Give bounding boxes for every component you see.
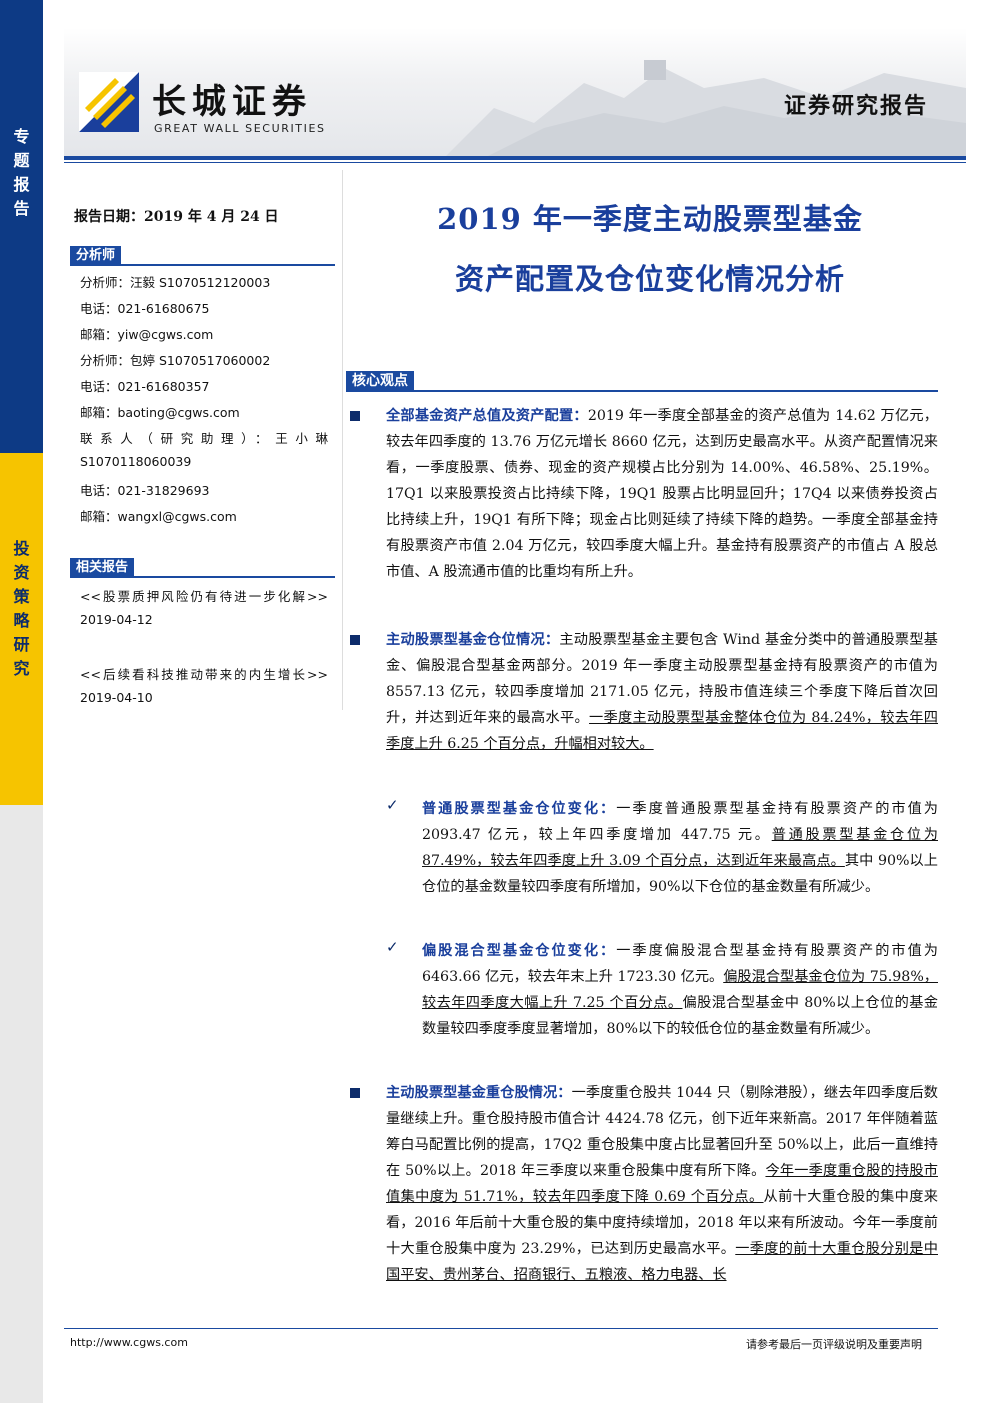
strip-label-strategy: 投 资 策 略 研 究 xyxy=(13,539,30,678)
related-report-date: 2019-04-12 xyxy=(80,612,153,627)
strip-label-special-report: 专 题 报 告 xyxy=(13,127,30,218)
header-banner: 长城证券 GREAT WALL SECURITIES 证券研究报告 xyxy=(64,28,966,158)
logo-english-name: GREAT WALL SECURITIES xyxy=(154,122,326,135)
check-icon: ✓ xyxy=(386,938,399,956)
analyst-line: 分析师：包婷 S1070517060002 xyxy=(80,353,271,368)
strip-gray xyxy=(0,805,43,1403)
analyst-line: S1070118060039 xyxy=(80,454,192,469)
related-reports-heading: 相关报告 xyxy=(70,556,335,578)
paragraph-position: 主动股票型基金仓位情况：主动股票型基金主要包含 Wind 基金分类中的普通股票型… xyxy=(386,632,938,752)
report-type: 证券研究报告 xyxy=(783,93,928,119)
related-report-title[interactable]: <<后续看科技推动带来的内生增长>> xyxy=(80,667,328,682)
analyst-line: 联系人（研究助理）：王小琳 xyxy=(80,431,328,446)
footer-divider xyxy=(64,1328,938,1329)
report-date: 报告日期：2019 年 4 月 24 日 xyxy=(74,209,279,225)
great-wall-background xyxy=(444,60,966,158)
analyst-line[interactable]: 邮箱：wangxl@cgws.com xyxy=(80,509,237,524)
logo-chinese-name: 长城证券 xyxy=(152,82,312,122)
paragraph-heavy-holdings: 主动股票型基金重仓股情况：一季度重仓股共 1044 只（剔除港股），继去年四季度… xyxy=(386,1085,938,1283)
square-bullet-icon xyxy=(350,411,360,421)
analyst-line[interactable]: 邮箱：baoting@cgws.com xyxy=(80,405,240,420)
footer-url[interactable]: http://www.cgws.com xyxy=(70,1336,188,1349)
header-divider xyxy=(64,156,966,160)
analyst-line: 电话：021-61680675 xyxy=(80,301,210,316)
analyst-line[interactable]: 邮箱：yiw@cgws.com xyxy=(80,327,214,342)
report-title-line1: 2019 年一季度主动股票型基金 xyxy=(437,202,863,236)
strip-yellow xyxy=(0,453,43,805)
related-report-title[interactable]: <<股票质押风险仍有待进一步化解>> xyxy=(80,589,328,604)
subparagraph-hybrid: 偏股混合型基金仓位变化：一季度偏股混合型基金持有股票资产的市值为 6463.66… xyxy=(422,943,938,1037)
great-wall-logo-icon xyxy=(79,72,139,132)
analyst-line: 分析师：汪毅 S1070512120003 xyxy=(80,275,271,290)
column-divider xyxy=(342,170,343,710)
check-icon: ✓ xyxy=(386,796,399,814)
core-viewpoint-heading: 核心观点 xyxy=(346,370,938,392)
related-report-date: 2019-04-10 xyxy=(80,690,153,705)
report-title-line2: 资产配置及仓位变化情况分析 xyxy=(454,262,845,296)
square-bullet-icon xyxy=(350,1088,360,1098)
square-bullet-icon xyxy=(350,635,360,645)
footer-disclaimer: 请参考最后一页评级说明及重要声明 xyxy=(746,1338,922,1351)
strip-blue xyxy=(0,0,43,453)
analyst-line: 电话：021-31829693 xyxy=(80,483,210,498)
analyst-heading: 分析师 xyxy=(70,244,335,266)
paragraph-total-assets: 全部基金资产总值及资产配置：2019 年一季度全部基金的资产总值为 14.62 … xyxy=(386,408,938,580)
subparagraph-common-stock: 普通股票型基金仓位变化：一季度普通股票型基金持有股票资产的市值为 2093.47… xyxy=(422,801,938,895)
header-divider-thin xyxy=(64,162,966,163)
analyst-line: 电话：021-61680357 xyxy=(80,379,210,394)
